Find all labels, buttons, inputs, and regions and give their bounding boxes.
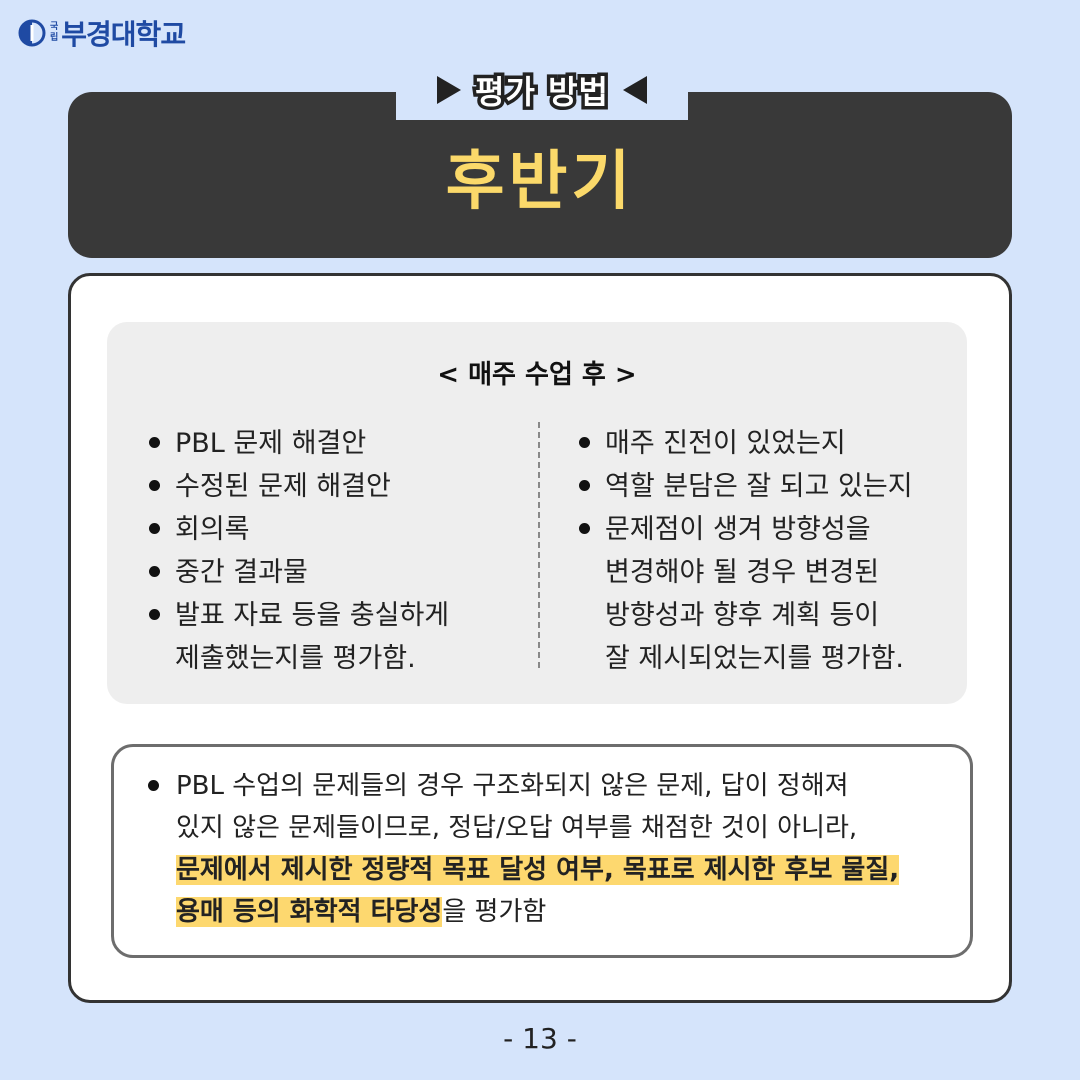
list-item-text: 제출했는지를 평가함.	[175, 643, 416, 674]
list-item: 발표 자료 등을 충실하게 제출했는지를 평가함.	[147, 594, 527, 680]
logo-national-mark: 국 립	[50, 22, 58, 44]
list-item-text: 잘 제시되었는지를 평가함.	[605, 643, 904, 674]
note-line-2: 있지 않은 문제들이므로, 정답/오답 여부를 채점한 것이 아니라,	[176, 813, 858, 843]
university-logo: 국 립 부경대학교	[18, 16, 186, 51]
list-item-text: 발표 자료 등을 충실하게	[175, 600, 450, 631]
list-item: PBL 문제 해결안	[147, 422, 527, 465]
list-item-text: 중간 결과물	[175, 557, 308, 588]
right-criteria-list: 매주 진전이 있었는지 역할 분담은 잘 되고 있는지 문제점이 생겨 방향성을…	[577, 422, 957, 680]
logo-small-top: 국	[50, 22, 59, 32]
list-item-text: 문제점이 생겨 방향성을	[605, 514, 871, 545]
header-tag: 평가 방법	[396, 60, 688, 120]
list-item: 회의록	[147, 508, 527, 551]
weekly-section-title: < 매주 수업 후 >	[437, 360, 637, 390]
list-item: 문제점이 생겨 방향성을 변경해야 될 경우 변경된 방향성과 향후 계획 등이…	[577, 508, 957, 680]
triangle-left-icon	[622, 76, 647, 104]
evaluation-note: PBL 수업의 문제들의 경우 구조화되지 않은 문제, 답이 정해져 있지 않…	[146, 765, 976, 933]
note-tail: 을 평가함	[442, 897, 547, 927]
left-criteria-list: PBL 문제 해결안 수정된 문제 해결안 회의록 중간 결과물 발표 자료 등…	[147, 422, 527, 680]
column-divider	[538, 422, 540, 668]
note-line-1: PBL 수업의 문제들의 경우 구조화되지 않은 문제, 답이 정해져	[176, 771, 849, 801]
note-box: PBL 수업의 문제들의 경우 구조화되지 않은 문제, 답이 정해져 있지 않…	[111, 744, 973, 958]
triangle-right-icon	[437, 76, 462, 104]
page-title: 후반기	[445, 145, 635, 219]
list-item-text: 방향성과 향후 계획 등이	[605, 600, 880, 631]
weekly-panel: < 매주 수업 후 > PBL 문제 해결안 수정된 문제 해결안 회의록 중간…	[107, 322, 967, 704]
page-number: - 13 -	[503, 1022, 577, 1055]
list-item: 역할 분담은 잘 되고 있는지	[577, 465, 957, 508]
list-item-text: 매주 진전이 있었는지	[605, 428, 846, 459]
content-card: < 매주 수업 후 > PBL 문제 해결안 수정된 문제 해결안 회의록 중간…	[68, 273, 1012, 1003]
university-emblem-icon	[18, 19, 46, 47]
list-item-text: 변경해야 될 경우 변경된	[605, 557, 880, 588]
list-item: 중간 결과물	[147, 551, 527, 594]
list-item: 매주 진전이 있었는지	[577, 422, 957, 465]
list-item-text: 역할 분담은 잘 되고 있는지	[605, 471, 913, 502]
logo-name: 부경대학교	[61, 18, 186, 51]
note-highlight-2: 용매 등의 화학적 타당성	[176, 897, 443, 927]
header-tag-text: 평가 방법	[472, 70, 612, 115]
list-item-text: 회의록	[175, 514, 250, 545]
note-highlight-1: 문제에서 제시한 정량적 목표 달성 여부, 목표로 제시한 후보 물질,	[176, 855, 900, 885]
logo-small-bottom: 립	[50, 33, 59, 43]
list-item: 수정된 문제 해결안	[147, 465, 527, 508]
list-item-text: 수정된 문제 해결안	[175, 471, 391, 502]
list-item-text: PBL 문제 해결안	[175, 428, 367, 459]
